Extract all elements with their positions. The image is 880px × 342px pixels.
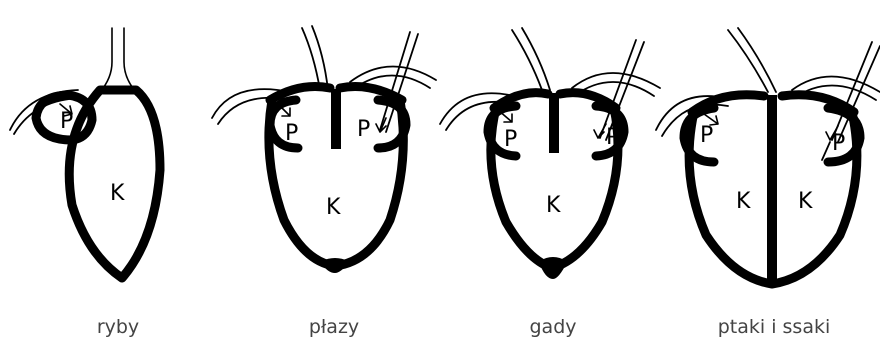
reptile-septum — [550, 94, 558, 152]
heart-fish: P K — [10, 28, 160, 278]
reptile-atrium-label-right: P — [606, 125, 619, 150]
reptile-atrium-label-left: P — [504, 127, 517, 152]
bm-ventricle-label-left: K — [736, 189, 751, 214]
caption-fish: ryby — [97, 316, 139, 338]
fish-ventricle-label: K — [110, 181, 125, 206]
amphibian-septum — [332, 90, 340, 148]
caption-amphibian: płazy — [309, 316, 359, 338]
reptile-vein-3 — [572, 73, 660, 88]
reptile-apex — [540, 258, 566, 278]
heart-amphibian: P P K — [212, 26, 436, 272]
fish-atrium-label: P — [60, 109, 73, 134]
fish-outflow-left — [100, 28, 112, 92]
heart-bird-mammal: P P K K — [656, 28, 880, 284]
bm-vessel-diag-3 — [822, 142, 830, 160]
caption-bird-mammal: ptaki i ssaki — [718, 316, 831, 338]
reptile-arrow-right — [594, 124, 606, 138]
amphibian-vein-3 — [350, 66, 436, 82]
bm-ventricle-label-right: K — [798, 189, 813, 214]
reptile-outflow-1 — [512, 30, 542, 90]
bm-full-septum — [768, 96, 776, 284]
amphibian-outflow-2 — [312, 26, 328, 90]
bm-atrium-label-right: P — [832, 131, 845, 156]
amphibian-outflow-1 — [302, 28, 320, 90]
bm-outflow-1 — [728, 30, 768, 92]
fish-outflow-right — [124, 28, 136, 92]
heart-reptile: P P K — [440, 28, 660, 278]
caption-reptile: gady — [529, 316, 576, 338]
bm-atrium-label-left: P — [700, 123, 713, 148]
reptile-outflow-2 — [522, 28, 550, 90]
amphibian-ventricle-label: K — [326, 195, 341, 220]
reptile-ventricle-label: K — [546, 193, 561, 218]
amphibian-atrium-label-right: P — [357, 117, 370, 142]
amphibian-apex — [322, 259, 348, 272]
amphibian-atrium-label-left: P — [285, 121, 298, 146]
bm-vein-3 — [792, 76, 880, 92]
bm-outflow-2 — [738, 28, 776, 92]
